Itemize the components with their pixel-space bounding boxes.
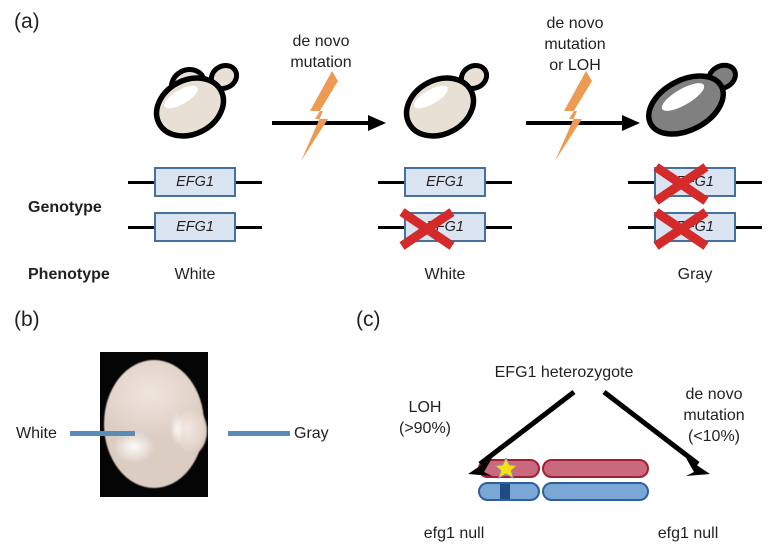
chromosome-pair-icon bbox=[478, 456, 649, 501]
transition-label-2-line-3: or LOH bbox=[549, 56, 601, 74]
phenotype-stage-2: White bbox=[424, 266, 466, 283]
transition-label-1-line-2: mutation bbox=[290, 53, 352, 71]
chromosome-arm-right bbox=[236, 180, 262, 184]
chromosome-arm-right bbox=[736, 225, 762, 229]
yeast-cell-stage-1 bbox=[148, 55, 253, 145]
parent-genotype-label: EFG1 heterozygote bbox=[478, 363, 650, 383]
chromosome-arm-right bbox=[486, 180, 512, 184]
mutation-arrow-1 bbox=[270, 65, 388, 175]
lightning-bolt-icon bbox=[555, 71, 592, 161]
outcome-rest-de-novo: null bbox=[688, 525, 719, 542]
outcome-label-de-novo: efg1 null bbox=[602, 524, 774, 544]
outcome-gene-loh: efg1 bbox=[423, 525, 455, 542]
chromosome-arm-left bbox=[628, 225, 654, 229]
yeast-cell-stage-2 bbox=[398, 55, 503, 145]
chromosome-arm-right bbox=[236, 225, 262, 229]
chromosome-pair-parent bbox=[478, 456, 776, 509]
gene-box: EFG1 bbox=[654, 212, 736, 242]
branch-label-loh-line-2: (>90%) bbox=[398, 419, 452, 437]
branch-label-de-novo-line-1: de novo bbox=[685, 386, 743, 403]
genotype-row-label: Genotype bbox=[28, 199, 102, 216]
chromosome-blue-long-arm bbox=[542, 482, 649, 501]
branch-arrow-de-novo bbox=[602, 390, 710, 476]
mutation-star-icon bbox=[493, 456, 519, 480]
transition-label-2-line-2: mutation bbox=[544, 35, 606, 53]
branch-label-loh-line-1: LOH bbox=[408, 399, 442, 416]
outcome-rest-loh: null bbox=[454, 525, 485, 542]
lightning-bolt-icon bbox=[301, 71, 338, 161]
chromosome-arm-left bbox=[128, 225, 154, 229]
locus-stage2-allele1: EFG1 bbox=[378, 167, 512, 197]
transition-label-2: de novo mutation or LOH bbox=[510, 14, 640, 76]
colony-photo bbox=[100, 352, 208, 497]
branch-arrow-loh bbox=[468, 390, 576, 476]
panel-label-b: (b) bbox=[14, 308, 40, 331]
parent-genotype-rest: heterozygote bbox=[536, 364, 634, 381]
panel-label-a: (a) bbox=[14, 10, 40, 33]
colony-label-white: White bbox=[16, 425, 57, 442]
chromosome-arm-left bbox=[378, 225, 404, 229]
gene-box: EFG1 bbox=[404, 167, 486, 197]
chromosome-arm-right bbox=[486, 225, 512, 229]
gene-box: EFG1 bbox=[154, 167, 236, 197]
gene-box: EFG1 bbox=[154, 212, 236, 242]
leader-line-white bbox=[70, 431, 135, 436]
branch-label-de-novo-line-2: mutation bbox=[683, 406, 745, 424]
leader-line-gray bbox=[228, 431, 290, 436]
chromosome-arm-left bbox=[378, 180, 404, 184]
mutation-arrow-2 bbox=[524, 65, 642, 175]
arrow-with-bolt-icon bbox=[272, 71, 386, 161]
gene-box: EFG1 bbox=[654, 167, 736, 197]
efg1-locus-band bbox=[500, 484, 510, 499]
yeast-cell-icon bbox=[403, 63, 490, 139]
parent-genotype-gene: EFG1 bbox=[494, 364, 537, 381]
gene-box: EFG1 bbox=[404, 212, 486, 242]
locus-stage3-allele2: EFG1 bbox=[628, 212, 762, 242]
panel-label-c: (c) bbox=[356, 308, 381, 331]
chromosome-arm-right bbox=[736, 180, 762, 184]
colony-sector-boundary bbox=[170, 412, 184, 446]
transition-label-1-line-1: de novo bbox=[292, 33, 350, 50]
locus-stage1-allele2: EFG1 bbox=[128, 212, 262, 242]
chromosome-arm-left bbox=[128, 180, 154, 184]
branch-label-de-novo: de novo mutation (<10%) bbox=[655, 385, 773, 447]
phenotype-stage-1: White bbox=[174, 266, 216, 283]
phenotype-row-label: Phenotype bbox=[28, 266, 110, 283]
branch-label-loh: LOH (>90%) bbox=[370, 398, 480, 440]
locus-stage3-allele1: EFG1 bbox=[628, 167, 762, 197]
transition-label-1: de novo mutation bbox=[256, 32, 386, 74]
outcome-gene-de-novo: efg1 bbox=[657, 525, 689, 542]
arrowhead-icon bbox=[468, 458, 492, 476]
arrow-with-bolt-icon bbox=[526, 71, 640, 161]
phenotype-stage-3: Gray bbox=[677, 266, 713, 283]
yeast-cell-icon bbox=[646, 62, 738, 137]
arrowhead-icon bbox=[686, 458, 710, 476]
yeast-cell-stage-3 bbox=[636, 55, 746, 145]
locus-stage1-allele1: EFG1 bbox=[128, 167, 262, 197]
chromosome-arm-left bbox=[628, 180, 654, 184]
chromosome-red-long-arm bbox=[542, 459, 649, 478]
outcome-label-loh: efg1 null bbox=[368, 524, 540, 544]
locus-stage2-allele2: EFG1 bbox=[378, 212, 512, 242]
yeast-cell-icon bbox=[153, 63, 240, 139]
transition-label-2-line-1: de novo bbox=[546, 15, 604, 32]
colony-label-gray: Gray bbox=[294, 425, 329, 442]
branch-label-de-novo-line-3: (<10%) bbox=[687, 427, 741, 445]
